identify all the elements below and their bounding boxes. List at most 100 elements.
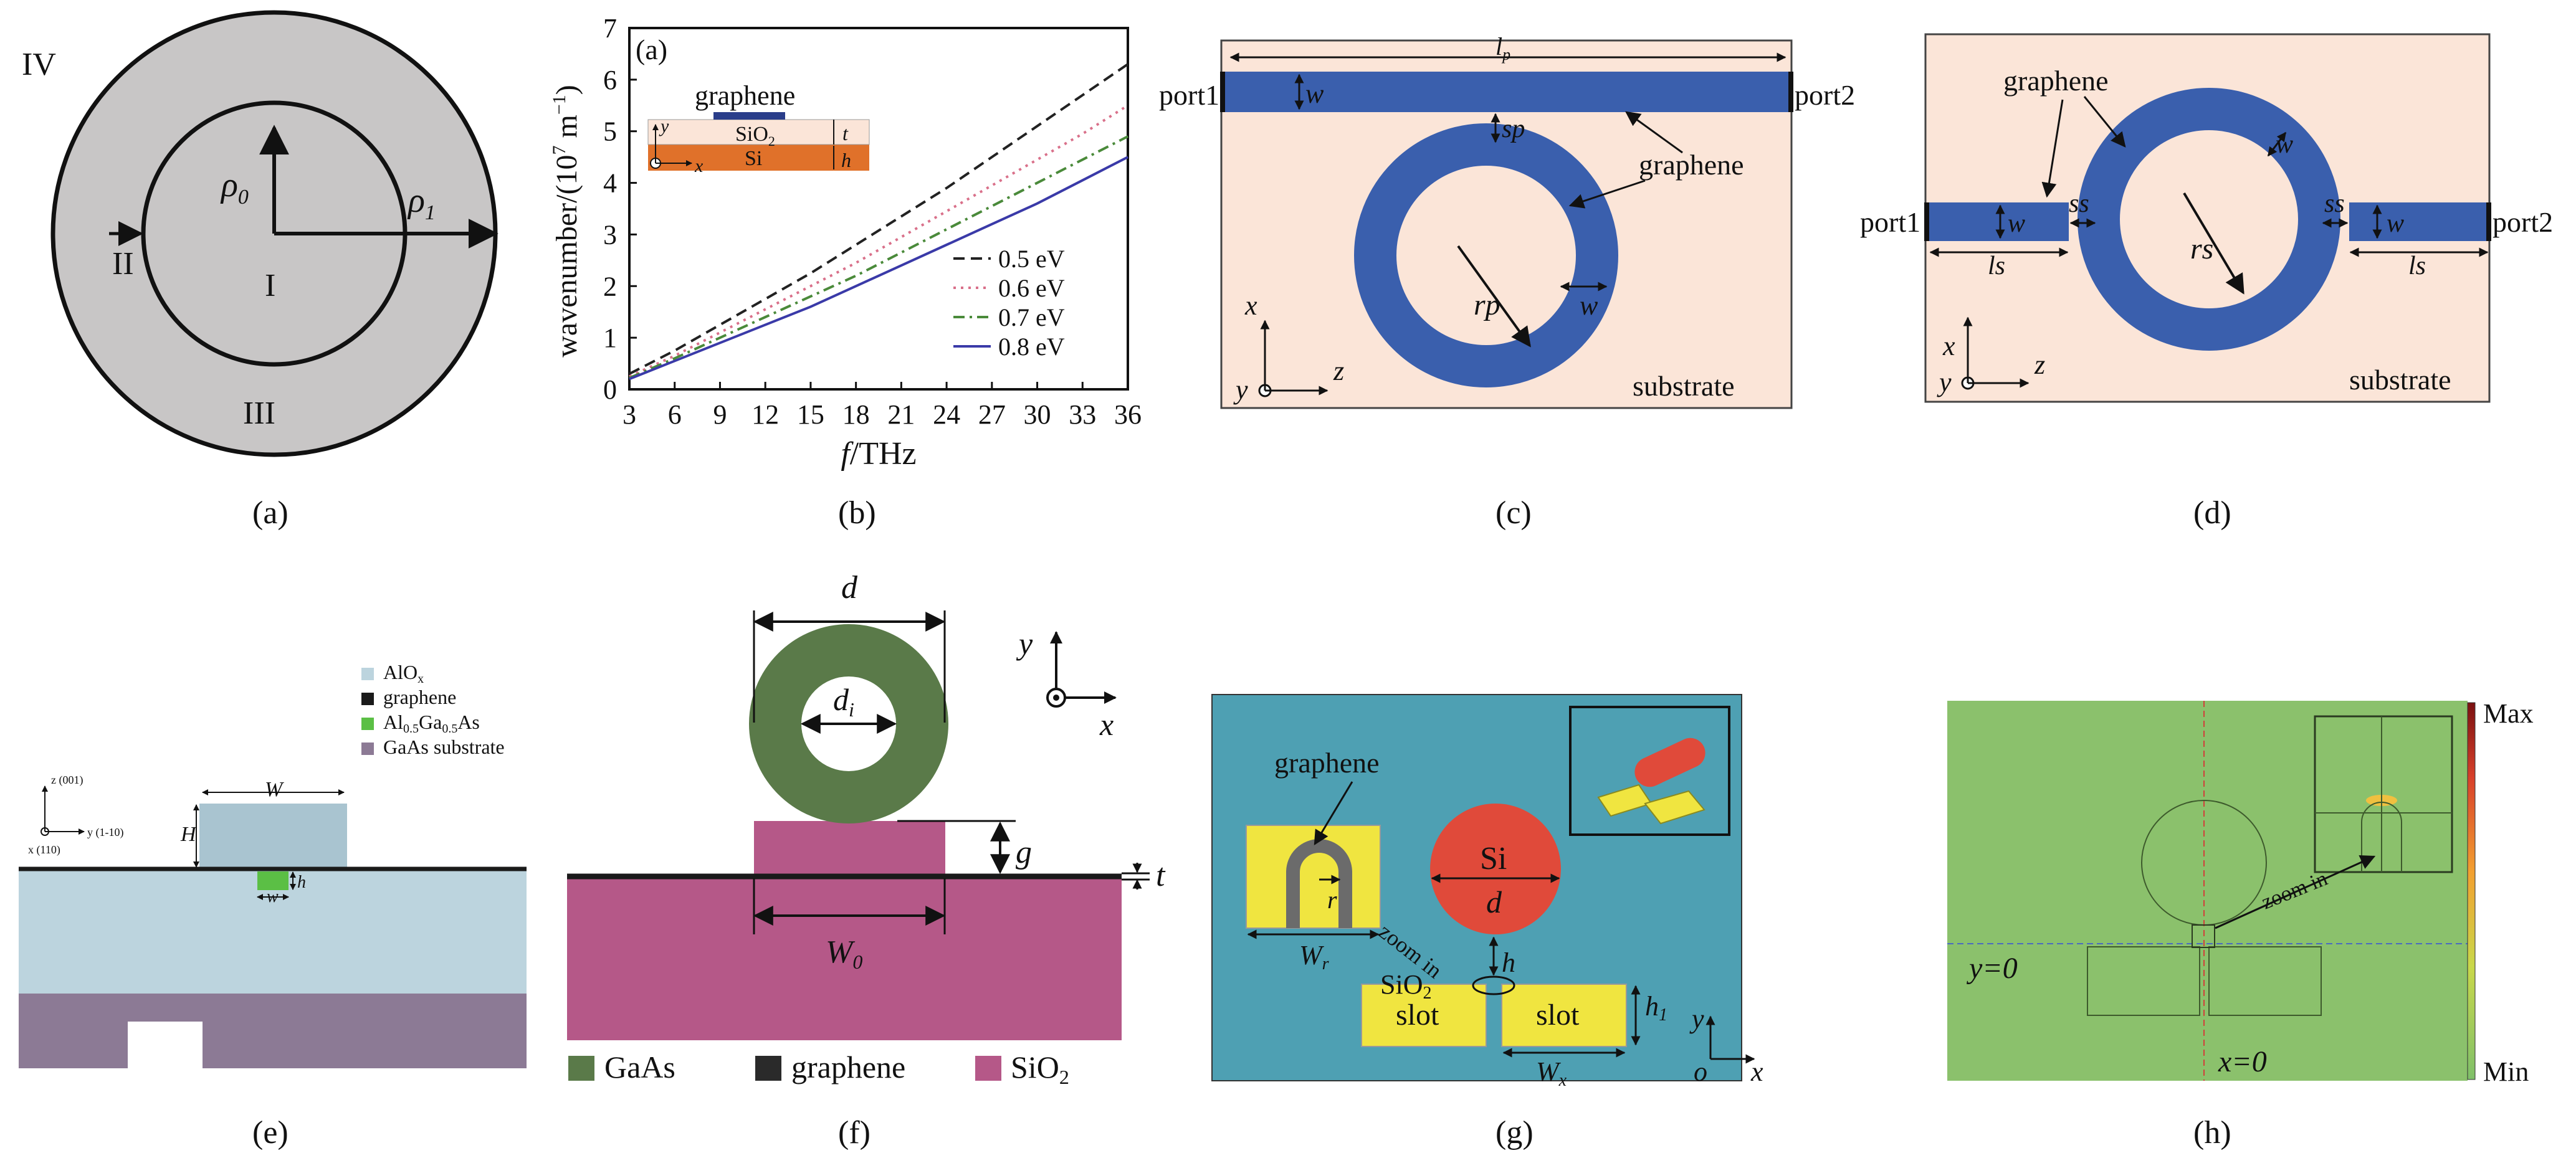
w-left-label-d: w — [2008, 209, 2025, 238]
y-label-f: y — [1016, 626, 1033, 661]
port1-label-d: port1 — [1860, 206, 1920, 238]
x-label-e: x (110) — [28, 843, 60, 856]
legend-swatch-alox — [361, 668, 374, 680]
y0-label: y=0 — [1966, 952, 2018, 985]
rho1-label: ρ1 — [407, 181, 436, 224]
ss-left-label: ss — [2069, 189, 2089, 218]
x-tick-label: 27 — [978, 399, 1006, 430]
inset-t-label: t — [842, 122, 849, 145]
x-tick-label: 9 — [713, 399, 727, 430]
r-label: r — [1327, 886, 1337, 914]
zoom-inset-h — [2314, 715, 2453, 873]
algaas-block — [257, 871, 289, 890]
W0-label: W0 — [826, 934, 862, 973]
sio2-substrate-f — [567, 875, 1122, 1040]
panel-f: d di g t W0 y x GaAs graphene SiO2 (f) — [567, 570, 1166, 1151]
ls-left-label: ls — [1988, 252, 2005, 280]
legend-label-graphene: graphene — [383, 686, 456, 708]
w-ring-label-c: w — [1580, 290, 1598, 321]
y-tick-label: 4 — [603, 168, 617, 199]
slot-left-label: slot — [1396, 999, 1439, 1032]
sio2-pedestal — [754, 821, 945, 877]
h1-label: h1 — [1645, 991, 1667, 1025]
y-tick-label: 7 — [603, 13, 617, 44]
y-label-e: y (1-10) — [87, 826, 123, 839]
legend-label-algaas: Al0.5Ga0.5As — [383, 711, 480, 736]
zoom-pointer-h — [2215, 855, 2376, 929]
x-tick-label: 24 — [933, 399, 960, 430]
region-iii-label: III — [243, 396, 275, 431]
inset-graphene-label: graphene — [695, 80, 795, 111]
lp-label: lp — [1496, 32, 1510, 64]
caption-d: (d) — [2193, 495, 2231, 531]
left-bar-d — [1929, 202, 2069, 241]
substrate-label-d: substrate — [2349, 364, 2451, 396]
axis-origin-dot-f — [1053, 695, 1059, 701]
rp-label: rp — [1474, 288, 1500, 321]
port1-edge-d — [1924, 202, 1929, 241]
series-line-0.8-eV — [629, 156, 1128, 381]
sp-label: sp — [1502, 115, 1525, 143]
ls-right-label: ls — [2408, 252, 2426, 280]
x-tick-label: 18 — [842, 399, 870, 430]
W-label: W — [265, 778, 284, 801]
legend-label-gaas: GaAs substrate — [383, 736, 505, 758]
legend-label-gaas-f: GaAs — [604, 1050, 675, 1084]
graphene-arch — [1286, 839, 1352, 928]
panel-h: zoom in y=0 x=0 Max Min (h) — [1947, 698, 2534, 1151]
x-tick-label: 21 — [887, 399, 915, 430]
o-label-g: o — [1694, 1056, 1707, 1087]
z-label-e: z (001) — [51, 774, 83, 787]
inset-si-label: Si — [745, 147, 762, 170]
y-tick-label: 5 — [603, 116, 617, 147]
caption-h: (h) — [2193, 1115, 2231, 1151]
y-label-d: y — [1937, 367, 1952, 397]
legend-label-alox: AlOx — [383, 661, 424, 686]
legend-swatch-algaas — [361, 718, 374, 730]
t-label-f: t — [1156, 858, 1166, 893]
rp-arrow — [1457, 245, 1531, 348]
legend-swatch-graphene — [361, 693, 374, 705]
graphene-label-c: graphene — [1639, 149, 1744, 181]
caption-f: (f) — [838, 1115, 871, 1151]
substrate-label-c: substrate — [1633, 370, 1735, 402]
y-tick-label: 2 — [603, 271, 617, 301]
ss-right-label: ss — [2324, 189, 2345, 218]
x-tick-label: 15 — [797, 399, 824, 430]
legend-label-sio2-f: SiO2 — [1011, 1050, 1069, 1088]
inset-h-label: h — [841, 149, 851, 171]
port2-label-d: port2 — [2493, 206, 2553, 238]
x-axis-label: f/THz — [841, 436, 916, 472]
z-label-d: z — [2034, 349, 2045, 380]
H-label: H — [180, 823, 198, 846]
inset-si-cylinder — [1634, 738, 1705, 787]
legend-swatch-graphene-f — [755, 1056, 781, 1081]
slot-right-label: slot — [1536, 999, 1580, 1032]
waveguide-bar-c — [1224, 72, 1791, 112]
Wr-label: Wr — [1299, 940, 1329, 974]
ring-resonator-d — [2077, 88, 2340, 351]
x-label-g: x — [1750, 1056, 1763, 1087]
y-label-c: y — [1233, 374, 1248, 405]
inset-sio2-label: SiO2 — [735, 123, 775, 149]
x-label-c: x — [1244, 290, 1257, 321]
zoom-ellipse — [1472, 975, 1515, 995]
legend-swatch-gaas — [361, 743, 374, 755]
right-bar-d — [2349, 202, 2489, 241]
x-label-d: x — [1942, 331, 1955, 361]
x0-label: x=0 — [2218, 1045, 2267, 1078]
panel-d: graphene port1 port2 w w w ss ss ls ls r… — [1860, 33, 2553, 531]
region-ii-label: II — [112, 246, 134, 282]
inset-frame-g — [1569, 706, 1730, 836]
port2-label-c: port2 — [1795, 79, 1855, 111]
x-tick-label: 36 — [1114, 399, 1142, 430]
series-line-0.7-eV — [629, 135, 1128, 379]
series-line-0.5-eV — [629, 63, 1129, 375]
panel-g: graphene r Wr Si d slot slot h zoom in S… — [1211, 694, 1763, 1151]
alox-ridge — [199, 804, 347, 869]
y-tick-label: 0 — [603, 374, 617, 405]
caption-a: (a) — [252, 495, 289, 531]
g-label: g — [1016, 835, 1032, 870]
